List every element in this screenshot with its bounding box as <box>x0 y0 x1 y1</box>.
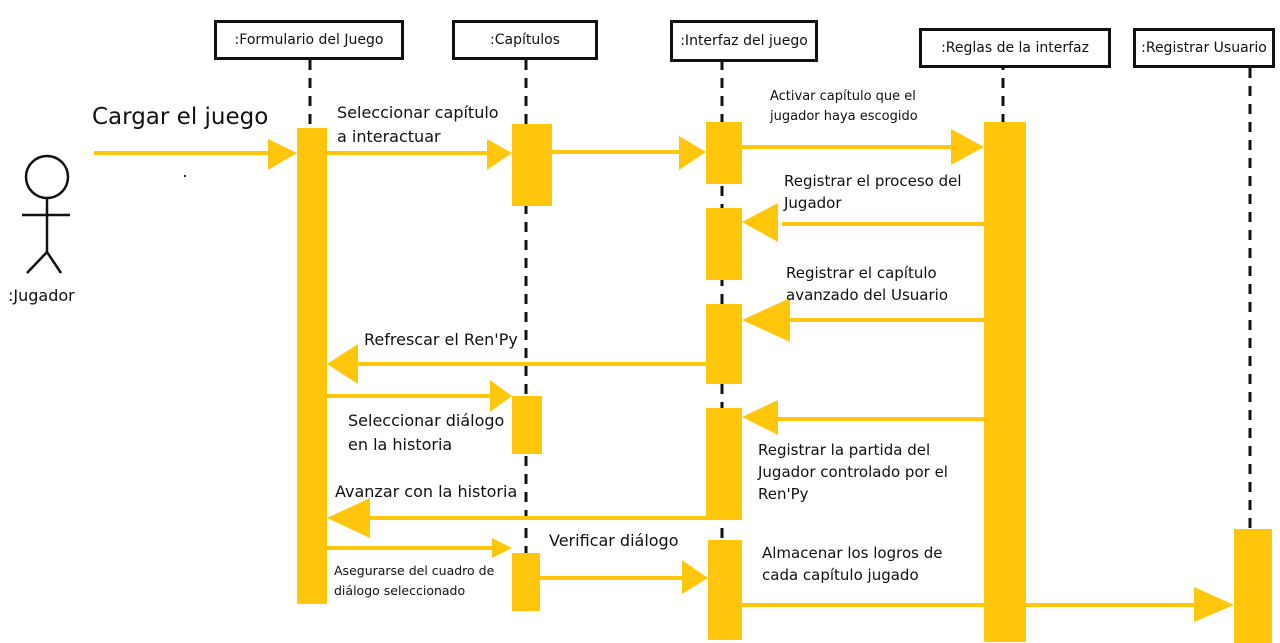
participant-reglas: :Reglas de la interfaz <box>919 28 1111 68</box>
activation-capitulos-3 <box>512 553 540 611</box>
msg-registrar-capitulo: Registrar el capítulo avanzado del Usuar… <box>786 264 948 304</box>
participant-formulario: :Formulario del Juego <box>214 20 404 60</box>
activation-reglas <box>984 122 1026 642</box>
activation-interfaz-1 <box>706 122 742 184</box>
arrowhead-cargar <box>268 139 297 170</box>
actor-label: :Jugador <box>8 286 75 305</box>
msg-asegurarse: Asegurarse del cuadro de diálogo selecci… <box>334 563 495 598</box>
arrowhead-registrar-partida <box>742 400 778 435</box>
arrowhead-almacenar <box>1194 587 1234 622</box>
arrowhead-activar <box>951 129 984 165</box>
activation-capitulos-1 <box>512 124 552 206</box>
msg-verificar: Verificar diálogo <box>549 531 679 550</box>
arrowheads <box>268 129 1234 622</box>
activation-interfaz-3 <box>706 304 742 384</box>
msg-activar-capitulo: Activar capítulo que el jugador haya esc… <box>770 89 918 124</box>
activation-bars <box>297 122 1272 643</box>
activation-registrar <box>1234 529 1272 643</box>
msg-registrar-proceso: Registrar el proceso del Jugador <box>784 172 962 212</box>
message-lines <box>94 145 1196 607</box>
arrowhead-registrar-capitulo <box>742 298 790 342</box>
arrowhead-avanzar <box>327 498 370 538</box>
msg-registrar-partida: Registrar la partida del Jugador control… <box>758 441 948 503</box>
actor-jugador-icon <box>22 154 70 274</box>
activation-interfaz-5 <box>708 540 742 640</box>
activation-formulario <box>297 128 327 604</box>
participant-registrar: :Registrar Usuario <box>1133 28 1275 68</box>
arrowhead-seleccionar-capitulo <box>487 139 512 170</box>
arrowhead-refrescar <box>327 344 358 384</box>
participant-interfaz: :Interfaz del juego <box>670 20 818 62</box>
msg-avanzar: Avanzar con la historia <box>335 482 518 501</box>
msg-refrescar: Refrescar el Ren'Py <box>364 330 518 349</box>
activation-interfaz-4 <box>706 408 742 520</box>
arrowhead-capitulos-interfaz <box>679 136 706 170</box>
msg-seleccionar-dialogo: Seleccionar diálogo en la historia <box>348 411 505 454</box>
arrowhead-registrar-proceso <box>742 203 778 242</box>
activation-interfaz-2 <box>706 208 742 280</box>
arrowhead-verificar <box>682 560 708 594</box>
arrowhead-formulario-capitulos <box>490 380 512 412</box>
msg-cargar: Cargar el juego <box>92 104 269 130</box>
stray-dot <box>184 175 186 177</box>
activation-capitulos-2 <box>512 396 542 454</box>
participant-capitulos: :Capítulos <box>452 20 598 60</box>
msg-almacenar: Almacenar los logros de cada capítulo ju… <box>762 544 943 584</box>
arrowhead-asegurarse <box>492 538 512 558</box>
msg-seleccionar-capitulo: Seleccionar capítulo a interactuar <box>337 103 499 146</box>
